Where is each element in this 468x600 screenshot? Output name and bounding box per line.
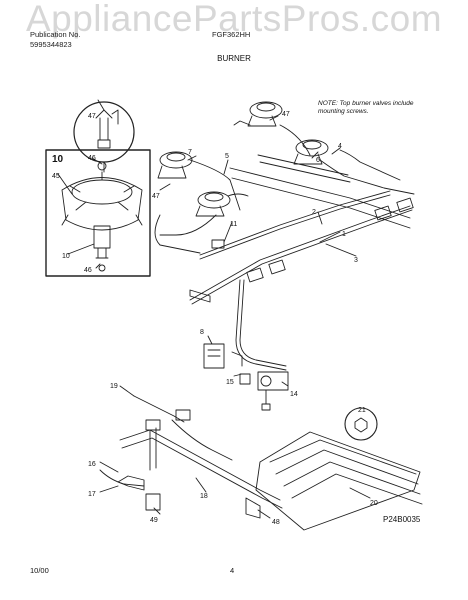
callout-20: 20 [370, 500, 378, 507]
callout-17: 17 [88, 491, 96, 498]
publication-label: Publication No. [30, 30, 81, 39]
callout-45: 46 [84, 267, 92, 274]
footer-page: 4 [230, 566, 235, 575]
footer-date: 10/00 [30, 566, 49, 575]
burner-top-right-front [293, 139, 329, 165]
bracket-49 [145, 493, 161, 511]
callout-2: 2 [312, 209, 316, 216]
detail-circle-21 [344, 407, 378, 441]
callout-46-left: 47 [152, 193, 160, 200]
callout-4: 4 [338, 143, 342, 150]
note-text: NOTE: Top burner valves include mounting… [318, 100, 414, 115]
callout-10: 10 [52, 154, 64, 165]
pressure-regulator [257, 371, 289, 411]
callout-47: 47 [88, 113, 96, 120]
callout-15: 15 [226, 379, 234, 386]
callout-3: 3 [354, 257, 358, 264]
burner-top-left [157, 151, 193, 179]
magnified-circle [73, 101, 135, 163]
callout-18: 18 [200, 493, 208, 500]
clip-48 [245, 497, 261, 519]
callout-8: 8 [200, 329, 204, 336]
callout-16: 16 [88, 461, 96, 468]
callout-13: 11 [230, 221, 237, 228]
burner-top-center [195, 191, 231, 217]
watermark: AppliancePartsPros.com [25, 0, 443, 39]
callout-11: 10 [62, 253, 70, 260]
flame-spreader [255, 431, 421, 531]
callout-21: 21 [358, 407, 366, 414]
callout-6: 6 [316, 157, 320, 164]
callout-46-right: 47 [282, 111, 290, 118]
callout-14: 14 [290, 391, 298, 398]
model-number: FGF362HH [212, 30, 251, 39]
callout-49: 49 [150, 517, 158, 524]
callout-1: 1 [342, 231, 346, 238]
publication-number: 5995344823 [30, 40, 72, 49]
callout-48: 48 [272, 519, 280, 526]
burner-top-right-rear [247, 101, 283, 127]
manifold-pipe [199, 190, 391, 260]
igniter-wire [133, 395, 185, 423]
spark-module [203, 343, 225, 369]
callout-37: 45 [52, 173, 60, 180]
callout-44: 46 [88, 155, 96, 162]
callout-5: 5 [225, 153, 229, 160]
section-title: BURNER [217, 54, 251, 63]
callout-19: 19 [110, 383, 118, 390]
callouts: 10 45 47 46 10 46 47 7 5 47 6 4 11 2 1 3… [52, 111, 378, 526]
igniter-17 [117, 475, 145, 491]
diagram-code: P24B0035 [383, 515, 421, 524]
inset-box [45, 149, 151, 277]
burner-base [61, 177, 143, 231]
callout-7: 7 [188, 149, 192, 156]
valve-row [211, 197, 414, 283]
